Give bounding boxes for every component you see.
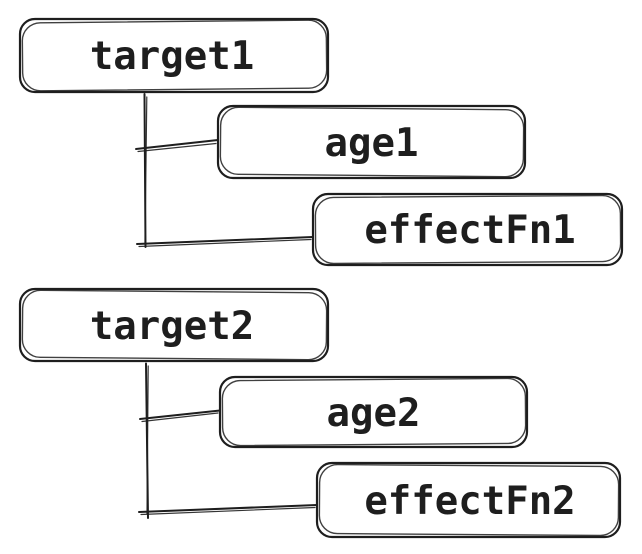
node-box bbox=[216, 104, 527, 180]
node-label: effectFn2 bbox=[364, 479, 575, 524]
connector-target1-age1 bbox=[135, 139, 219, 153]
node-age2[interactable]: age2 bbox=[218, 375, 529, 449]
node-box-sketch bbox=[21, 19, 328, 92]
node-label: age2 bbox=[327, 391, 421, 436]
connector-line bbox=[139, 409, 221, 420]
node-box-sketch bbox=[318, 463, 620, 537]
connector-line-echo bbox=[144, 96, 148, 244]
node-age1[interactable]: age1 bbox=[216, 104, 527, 180]
node-label: target2 bbox=[90, 304, 254, 349]
node-box-sketch bbox=[21, 289, 328, 361]
node-label: effectFn1 bbox=[364, 208, 575, 253]
node-effectFn1[interactable]: effectFn1 bbox=[311, 192, 624, 267]
node-box bbox=[18, 287, 330, 363]
connector-line-echo bbox=[141, 412, 219, 423]
connector-line-echo bbox=[137, 142, 217, 153]
node-box-sketch bbox=[314, 194, 622, 265]
connector-target2-trunk bbox=[145, 362, 149, 519]
connector-line bbox=[136, 236, 314, 245]
node-target1[interactable]: target1 bbox=[18, 17, 330, 94]
connector-line bbox=[135, 139, 219, 150]
node-box bbox=[218, 375, 529, 449]
node-box bbox=[18, 17, 330, 94]
node-box-sketch bbox=[221, 377, 527, 447]
connector-target1-trunk bbox=[143, 93, 148, 248]
connector-target2-effectFn2 bbox=[138, 504, 318, 516]
node-effectFn2[interactable]: effectFn2 bbox=[315, 461, 622, 539]
node-box bbox=[311, 192, 624, 267]
node-box bbox=[315, 461, 622, 539]
node-box-sketch bbox=[219, 106, 525, 178]
connector-line-echo bbox=[146, 365, 149, 515]
node-target2[interactable]: target2 bbox=[18, 287, 330, 363]
connector-line bbox=[138, 504, 318, 513]
connector-line-echo bbox=[138, 238, 312, 248]
connector-target1-effectFn1 bbox=[136, 236, 314, 248]
connector-target2-age2 bbox=[139, 409, 221, 423]
node-label: age1 bbox=[325, 121, 419, 166]
node-label: target1 bbox=[90, 34, 254, 79]
connector-line-echo bbox=[140, 506, 316, 516]
